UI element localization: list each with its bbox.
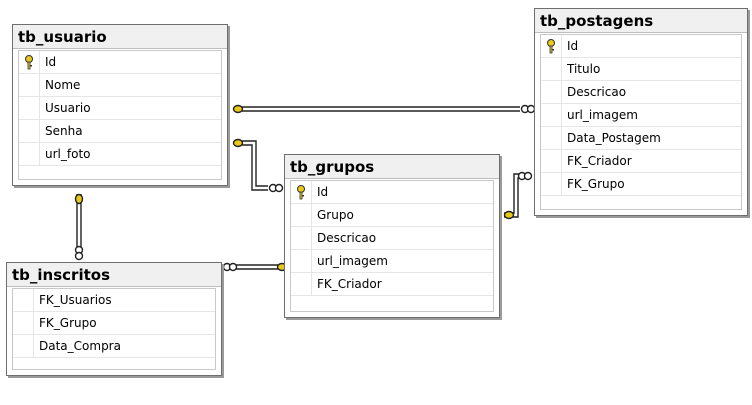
field-row[interactable]: FK_Usuarios bbox=[13, 289, 215, 312]
field-row[interactable]: Id bbox=[19, 51, 221, 74]
key-gutter bbox=[19, 97, 40, 119]
key-gutter bbox=[541, 127, 562, 149]
field-row[interactable]: FK_Grupo bbox=[13, 312, 215, 335]
field-label: url_imagem bbox=[567, 108, 638, 122]
key-gutter bbox=[19, 51, 40, 73]
key-gutter bbox=[291, 273, 312, 295]
field-label: url_imagem bbox=[317, 254, 388, 268]
field-row[interactable]: FK_Grupo bbox=[541, 173, 741, 196]
field-label: FK_Criador bbox=[567, 154, 632, 168]
key-gutter bbox=[291, 250, 312, 272]
field-row[interactable]: FK_Criador bbox=[291, 273, 493, 296]
field-label: FK_Grupo bbox=[39, 316, 97, 330]
field-list: Id Titulo Descricao url_imagem Data_Post… bbox=[540, 34, 742, 210]
key-icon bbox=[25, 55, 33, 70]
field-label: Data_Postagem bbox=[567, 131, 661, 145]
field-row[interactable]: Id bbox=[541, 35, 741, 58]
field-label: Senha bbox=[45, 124, 83, 138]
rel-grupos-inscritos[interactable] bbox=[222, 262, 288, 272]
field-label: FK_Criador bbox=[317, 277, 382, 291]
key-icon bbox=[297, 185, 305, 200]
table-title: tb_inscritos bbox=[7, 263, 221, 287]
field-row[interactable]: url_foto bbox=[19, 143, 221, 166]
table-tb-usuario[interactable]: tb_usuario Id Nome Usuario Senha url_fot… bbox=[12, 24, 228, 186]
field-label: url_foto bbox=[45, 147, 91, 161]
field-label: Id bbox=[567, 39, 579, 53]
key-gutter bbox=[291, 181, 312, 203]
field-label: Id bbox=[317, 185, 329, 199]
table-title: tb_usuario bbox=[13, 25, 227, 49]
table-tb-grupos[interactable]: tb_grupos Id Grupo Descricao url_imagem … bbox=[284, 154, 500, 318]
key-gutter bbox=[291, 204, 312, 226]
field-label: Titulo bbox=[567, 62, 601, 76]
field-row[interactable]: Descricao bbox=[541, 81, 741, 104]
field-list: FK_Usuarios FK_Grupo Data_Compra bbox=[12, 288, 216, 370]
field-label: Descricao bbox=[567, 85, 627, 99]
key-gutter bbox=[541, 81, 562, 103]
key-gutter bbox=[13, 289, 34, 311]
key-gutter bbox=[541, 58, 562, 80]
key-gutter bbox=[541, 150, 562, 172]
rel-grupos-postagens[interactable] bbox=[503, 171, 533, 220]
key-gutter bbox=[541, 104, 562, 126]
field-label: FK_Grupo bbox=[567, 177, 625, 191]
field-label: Data_Compra bbox=[39, 339, 121, 353]
field-label: Nome bbox=[45, 78, 81, 92]
table-tb-postagens[interactable]: tb_postagens Id Titulo Descricao url_ima… bbox=[534, 8, 748, 216]
rel-usuario-inscritos[interactable] bbox=[74, 193, 84, 261]
rel-usuario-postagens[interactable] bbox=[232, 104, 536, 114]
rel-usuario-grupos[interactable] bbox=[232, 138, 284, 193]
field-label: Descricao bbox=[317, 231, 377, 245]
field-row[interactable]: Titulo bbox=[541, 58, 741, 81]
key-gutter bbox=[19, 143, 40, 165]
table-title: tb_postagens bbox=[535, 9, 747, 33]
field-row[interactable]: Id bbox=[291, 181, 493, 204]
field-row[interactable]: Nome bbox=[19, 74, 221, 97]
field-row[interactable]: Grupo bbox=[291, 204, 493, 227]
key-gutter bbox=[541, 173, 562, 195]
key-gutter bbox=[13, 335, 34, 357]
field-row[interactable]: Usuario bbox=[19, 97, 221, 120]
key-icon bbox=[547, 39, 555, 54]
field-label: Id bbox=[45, 55, 57, 69]
field-list: Id Nome Usuario Senha url_foto bbox=[18, 50, 222, 180]
key-gutter bbox=[13, 312, 34, 334]
table-tb-inscritos[interactable]: tb_inscritos FK_Usuarios FK_Grupo Data_C… bbox=[6, 262, 222, 376]
field-row[interactable]: Data_Postagem bbox=[541, 127, 741, 150]
key-gutter bbox=[541, 35, 562, 57]
key-gutter bbox=[19, 120, 40, 142]
field-row[interactable]: Senha bbox=[19, 120, 221, 143]
key-gutter bbox=[291, 227, 312, 249]
table-title: tb_grupos bbox=[285, 155, 499, 179]
field-row[interactable]: FK_Criador bbox=[541, 150, 741, 173]
field-label: FK_Usuarios bbox=[39, 293, 112, 307]
field-row[interactable]: url_imagem bbox=[291, 250, 493, 273]
field-row[interactable]: Descricao bbox=[291, 227, 493, 250]
field-label: Grupo bbox=[317, 208, 354, 222]
field-row[interactable]: Data_Compra bbox=[13, 335, 215, 358]
field-row[interactable]: url_imagem bbox=[541, 104, 741, 127]
field-label: Usuario bbox=[45, 101, 91, 115]
key-gutter bbox=[19, 74, 40, 96]
field-list: Id Grupo Descricao url_imagem FK_Criador bbox=[290, 180, 494, 312]
